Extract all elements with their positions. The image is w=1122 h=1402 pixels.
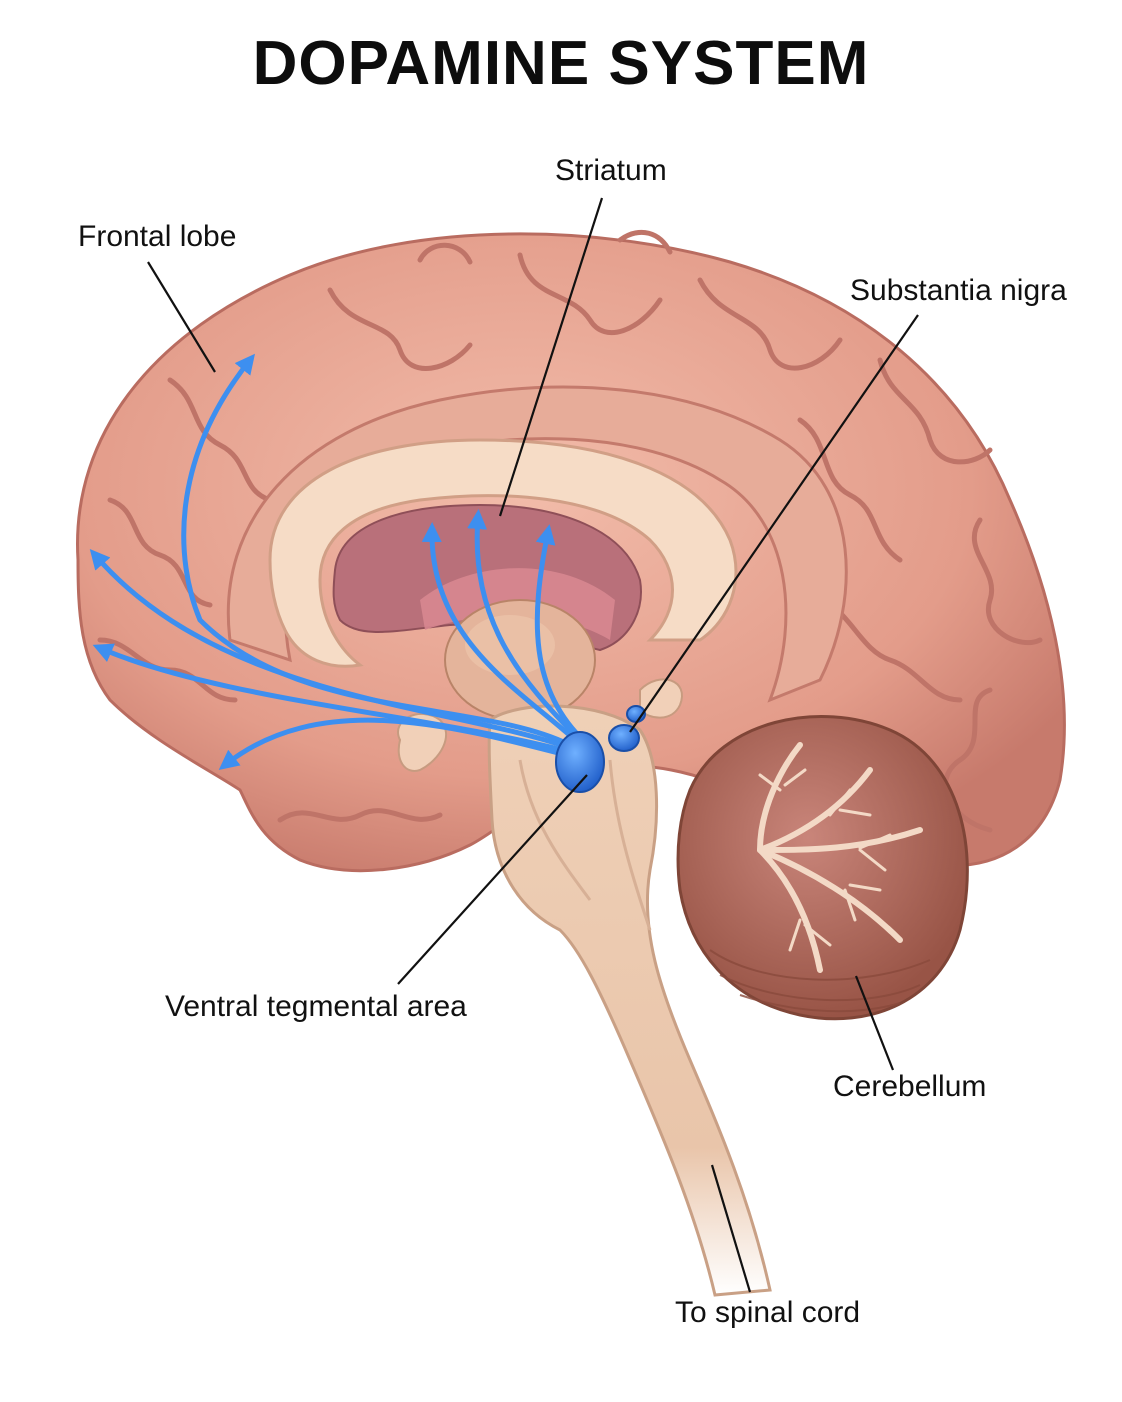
ventral-tegmental-area-nucleus [555, 731, 605, 793]
leader-frontal-lobe [147, 261, 216, 373]
pathway-nigrostriatal [534, 524, 588, 745]
leader-lines [147, 197, 919, 1293]
pathway-mesocortical-2 [89, 548, 573, 751]
label-cerebellum: Cerebellum [833, 1070, 987, 1103]
cerebellum [676, 715, 969, 1021]
label-striatum: Striatum [555, 154, 667, 187]
pathway-mesolimbic-2 [467, 509, 583, 743]
substantia-nigra-nucleus [608, 724, 640, 752]
leader-cerebellum [854, 975, 895, 1071]
pathway-mesolimbic-1 [421, 522, 578, 743]
brainstem [487, 704, 772, 1297]
label-substantia-nigra: Substantia nigra [850, 274, 1067, 307]
pathway-mesocortical-3 [92, 643, 573, 755]
pathway-mesocortical-1 [181, 353, 573, 748]
label-frontal-lobe: Frontal lobe [78, 220, 237, 253]
pathway-mesocortical-4 [218, 717, 573, 770]
leader-substantia-nigra [629, 314, 919, 733]
leader-striatum [498, 197, 604, 517]
leader-spinal-cord [710, 1164, 752, 1293]
leader-ventral-tegmental-area [397, 774, 588, 985]
dopamine-pathways [89, 353, 588, 770]
label-ventral-tegmental-area: Ventral tegmental area [165, 990, 467, 1023]
corpus-callosum [268, 438, 738, 668]
diagram-title: DOPAMINE SYSTEM [252, 29, 870, 98]
label-spinal-cord: To spinal cord [675, 1296, 861, 1329]
